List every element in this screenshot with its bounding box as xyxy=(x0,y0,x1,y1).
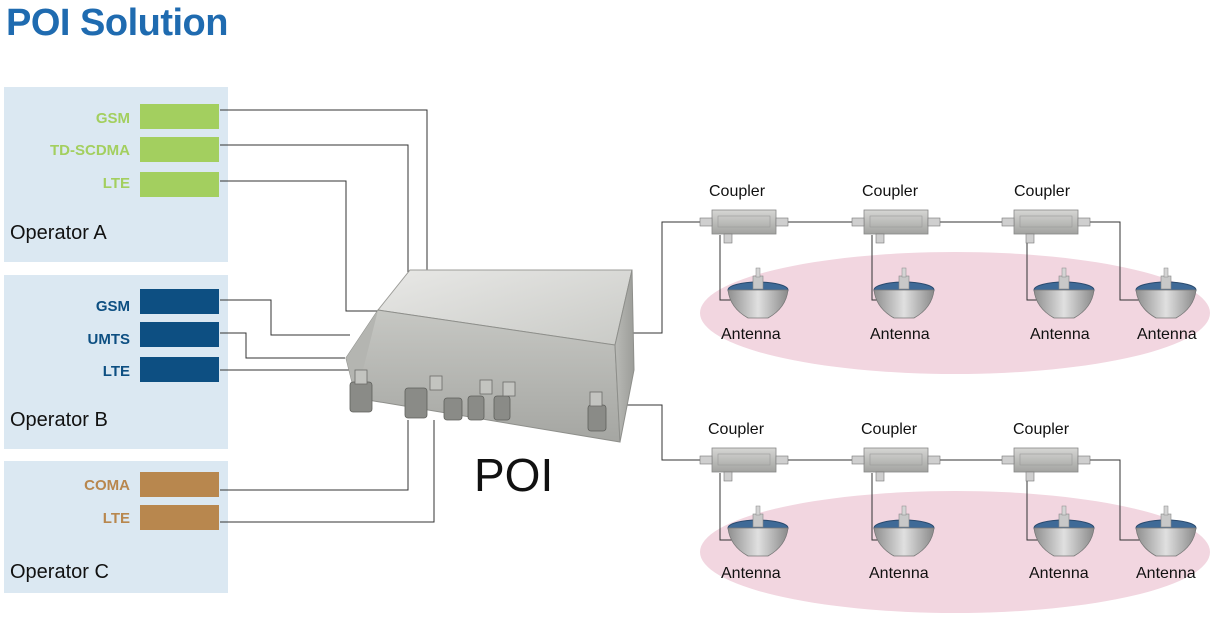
antenna-label: Antenna xyxy=(1029,565,1089,582)
coverage-zone xyxy=(700,491,1210,613)
coupler-label: Coupler xyxy=(862,183,919,200)
band-label: LTE xyxy=(102,510,130,527)
band-label: UMTS xyxy=(87,331,131,348)
coupler-device xyxy=(851,209,941,244)
page-title: POI Solution xyxy=(6,2,228,44)
antenna-label: Antenna xyxy=(869,565,929,582)
coupler-device xyxy=(1001,209,1091,244)
band-port xyxy=(140,289,219,314)
band-port xyxy=(140,505,219,530)
operator-a-panel: GSM TD-SCDMA LTE Operator A xyxy=(4,87,228,262)
operator-name: Operator A xyxy=(10,222,107,244)
antenna-label: Antenna xyxy=(870,326,930,343)
feeder-lines xyxy=(220,109,435,523)
band-port xyxy=(140,322,219,347)
band-label: LTE xyxy=(102,175,130,192)
antenna-label: Antenna xyxy=(721,326,781,343)
coupler-label: Coupler xyxy=(1013,421,1070,438)
coupler-device xyxy=(699,209,789,244)
coupler-device xyxy=(1001,447,1091,482)
coupler-label: Coupler xyxy=(708,421,765,438)
antenna-label: Antenna xyxy=(1136,565,1196,582)
band-port xyxy=(140,172,219,197)
coupler-label: Coupler xyxy=(1014,183,1071,200)
band-port xyxy=(140,472,219,497)
band-port xyxy=(140,137,219,162)
antenna-label: Antenna xyxy=(721,565,781,582)
poi-label: POI xyxy=(474,449,554,501)
operator-b-panel: GSM UMTS LTE Operator B xyxy=(4,275,228,449)
band-port xyxy=(140,357,219,382)
band-label: TD-SCDMA xyxy=(50,142,130,159)
operator-name: Operator C xyxy=(10,561,109,583)
coverage-zone xyxy=(700,252,1210,374)
band-label: LTE xyxy=(102,363,130,380)
coupler-label: Coupler xyxy=(709,183,766,200)
coupler-device xyxy=(851,447,941,482)
coupler-device xyxy=(699,447,789,482)
band-label: COMA xyxy=(84,477,130,494)
antenna-label: Antenna xyxy=(1030,326,1090,343)
poi-device xyxy=(345,269,635,443)
band-label: GSM xyxy=(95,298,130,315)
operator-name: Operator B xyxy=(10,409,108,431)
coupler-label: Coupler xyxy=(861,421,918,438)
band-label: GSM xyxy=(95,110,130,127)
band-port xyxy=(140,104,219,129)
operator-c-panel: COMA LTE Operator C xyxy=(4,461,228,593)
trunk-lines xyxy=(620,221,700,461)
antenna-label: Antenna xyxy=(1137,326,1197,343)
